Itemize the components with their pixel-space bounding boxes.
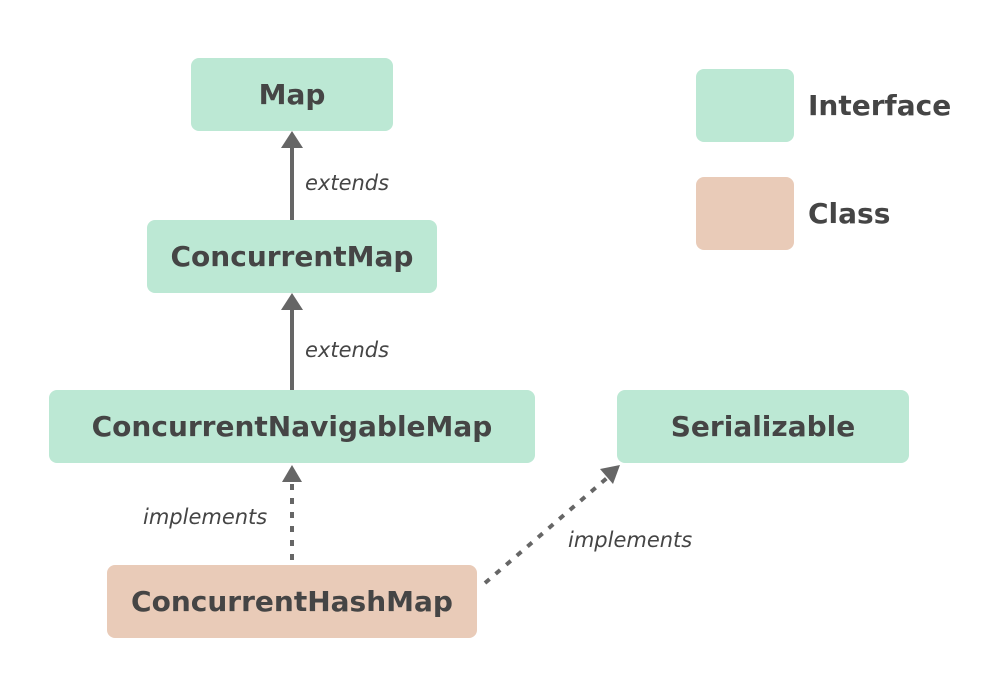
node-map-label: Map [258,78,326,111]
legend-class-label: Class [808,197,891,230]
node-concurrent-navigable-map: ConcurrentNavigableMap [49,390,535,463]
node-concurrent-map-label: ConcurrentMap [170,240,414,273]
node-serializable-label: Serializable [670,410,856,443]
node-map: Map [191,58,393,131]
edge-label-extends-map: extends [305,171,390,195]
legend-interface-swatch [696,69,794,142]
node-concurrent-navigable-map-label: ConcurrentNavigableMap [91,410,493,443]
legend-class-swatch [696,177,794,250]
node-concurrent-hash-map: ConcurrentHashMap [107,565,477,638]
edge-label-implements-serializable: implements [568,528,693,552]
edge-label-implements-cnm: implements [143,505,268,529]
node-serializable: Serializable [617,390,909,463]
node-concurrent-hash-map-label: ConcurrentHashMap [131,585,453,618]
legend-interface-label: Interface [808,89,952,122]
arrow-extends-cnm-to-concurrentmap [281,293,303,390]
node-concurrent-map: ConcurrentMap [147,220,437,293]
arrow-extends-concurrentmap-to-map [281,131,303,220]
arrow-implements-chm-to-serializable [483,465,620,585]
edge-label-extends-concurrentmap: extends [305,338,390,362]
arrow-implements-chm-to-cnm [282,465,302,560]
